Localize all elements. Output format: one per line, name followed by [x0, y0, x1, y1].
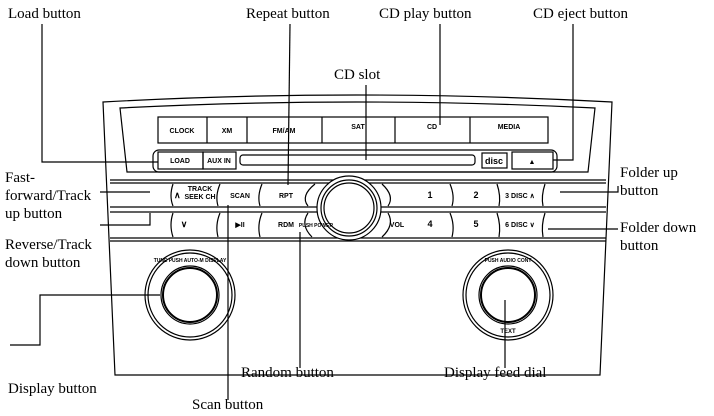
random-button[interactable]: RDM [278, 222, 294, 229]
folder-up-callout-1: Folder up [620, 165, 678, 181]
eject-button-text[interactable]: ▲ [529, 159, 536, 166]
disc-logo-text: disc [485, 156, 503, 166]
scan-callout: Scan button [192, 397, 264, 413]
scan-button[interactable]: SCAN [230, 193, 250, 200]
preset-4-button[interactable]: 4 [427, 219, 432, 229]
fm-am-button[interactable]: FM/AM [273, 128, 296, 135]
ff-callout-3: up button [5, 206, 63, 222]
display-feed-callout: Display feed dial [444, 365, 547, 381]
aux-in [202, 151, 237, 170]
play-pause-button[interactable]: ▶II [234, 222, 244, 229]
preset-1-button[interactable]: 1 [427, 190, 432, 200]
right-dial-text: PUSH AUDIO CONT [485, 258, 532, 264]
cd-play-callout: CD play button [379, 6, 472, 22]
top-button-row [157, 116, 549, 144]
folder-up-button[interactable]: 3 DISC ∧ [505, 193, 535, 200]
ff-symbol: ∧ [174, 190, 181, 200]
ff-callout-2: forward/Track [5, 188, 92, 204]
repeat-callout: Repeat button [246, 6, 330, 22]
reverse-callout-1: Reverse/Track [5, 237, 92, 253]
preset-2-button[interactable]: 2 [473, 190, 478, 200]
repeat-button[interactable]: RPT [279, 193, 294, 200]
random-callout: Random button [241, 365, 334, 381]
load-callout: Load button [8, 6, 81, 22]
load-button-text[interactable]: LOAD [170, 158, 190, 165]
push-power-text: PUSH POWER [299, 223, 334, 229]
cd-slot [239, 154, 476, 166]
folder-down-button[interactable]: 6 DISC ∨ [505, 222, 535, 229]
display-callout: Display button [8, 381, 97, 397]
cd-eject-callout: CD eject button [533, 6, 628, 22]
power-volume-knob [316, 175, 382, 241]
sat-button[interactable]: SAT [351, 124, 365, 131]
right-dial-bottom-text: TEXT [500, 329, 516, 335]
disc-logo [481, 152, 508, 169]
ff-callout-1: Fast- [5, 170, 35, 186]
clock-button[interactable]: CLOCK [170, 128, 195, 135]
track-up-button[interactable]: TRACK SEEK CH [184, 186, 216, 201]
preset-5-button[interactable]: 5 [473, 219, 478, 229]
folder-down-callout-1: Folder down [620, 220, 697, 236]
track-down-button[interactable]: ∨ [181, 219, 188, 229]
folder-down-callout-2: button [620, 238, 659, 254]
cd-play-button[interactable]: CD [427, 124, 437, 131]
aux-in-text: AUX IN [207, 158, 231, 165]
display-feed-dial [462, 249, 554, 341]
folder-up-callout-2: button [620, 183, 659, 199]
vol-text: VOL [390, 222, 405, 229]
button-labels: CLOCK XM FM/AM SAT CD MEDIA LOAD AUX IN … [154, 124, 536, 335]
panel-outline [102, 94, 613, 376]
left-dial-text: TUNE PUSH AUTO-M DISPLAY [154, 258, 227, 264]
cd-slot-callout: CD slot [334, 67, 381, 83]
media-button[interactable]: MEDIA [498, 124, 521, 131]
xm-button[interactable]: XM [222, 128, 233, 135]
reverse-callout-2: down button [5, 255, 81, 271]
